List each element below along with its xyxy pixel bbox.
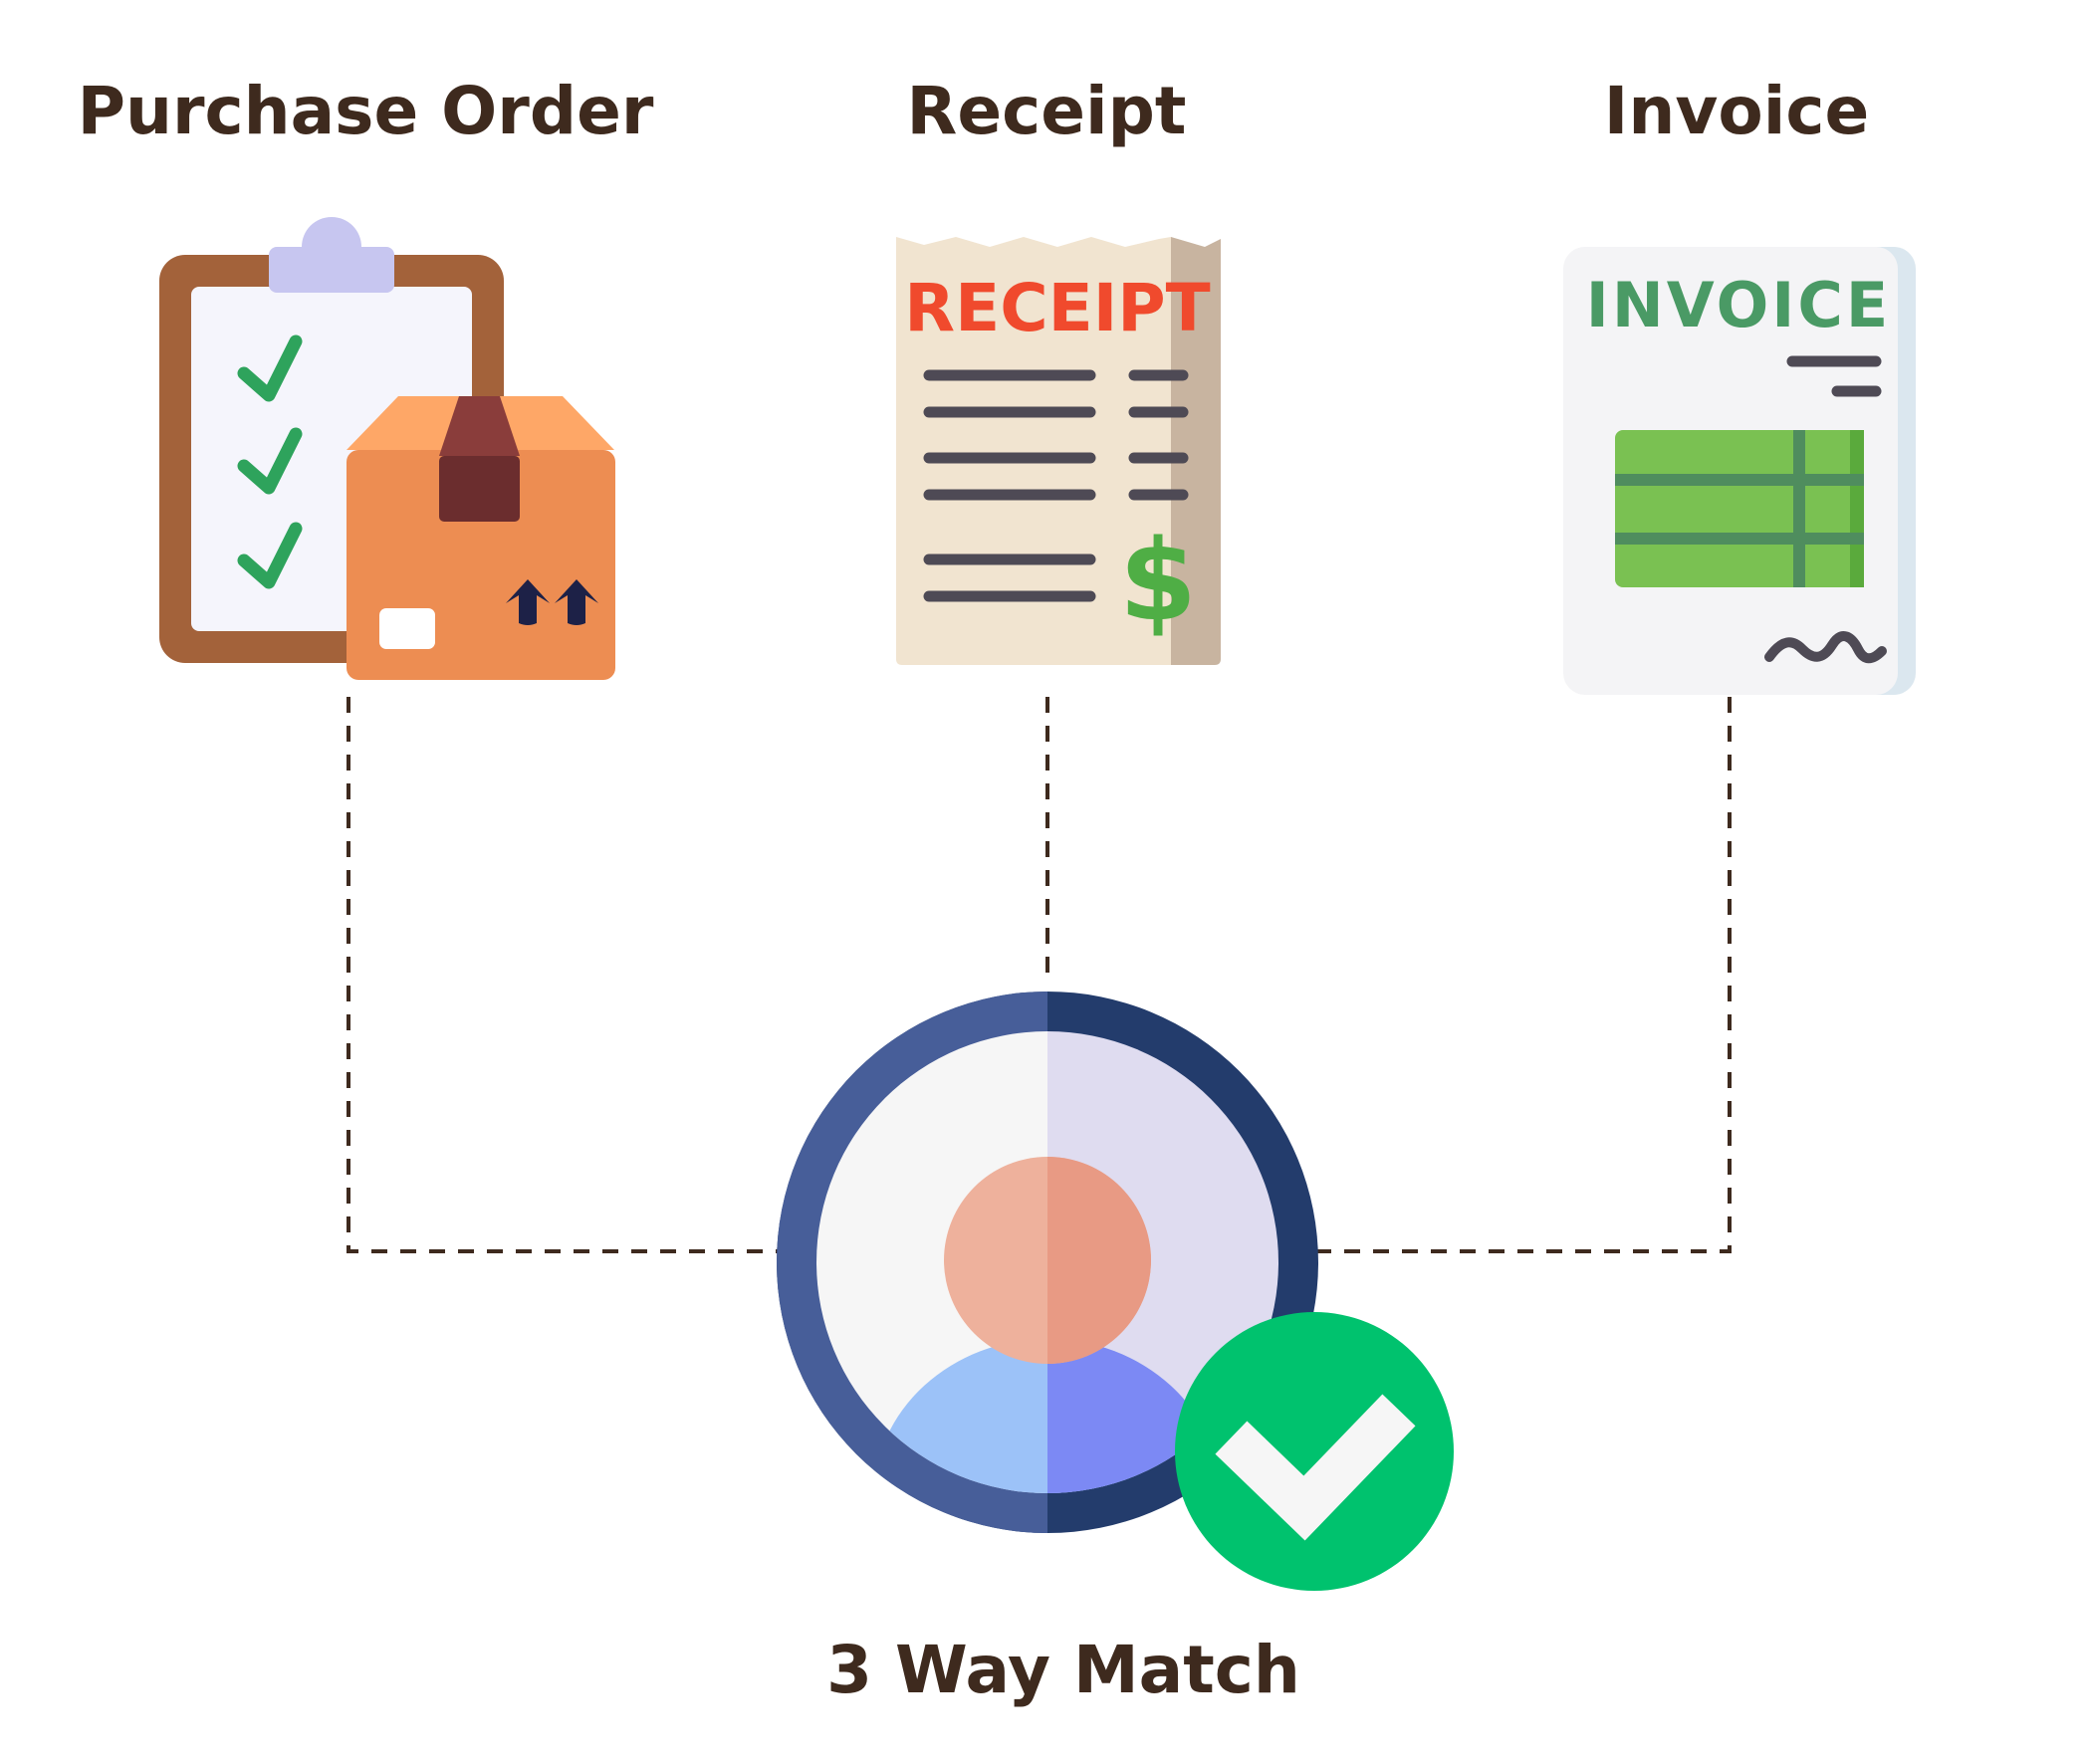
check-badge-icon — [1175, 1312, 1454, 1591]
user-check-icon — [777, 992, 1454, 1591]
dollar-icon: $ — [1119, 517, 1197, 646]
clipboard-box-icon — [159, 217, 615, 680]
invoice-label: Invoice — [1603, 73, 1870, 149]
checkmark-icon — [237, 334, 303, 589]
purchase-order-label: Purchase Order — [77, 73, 654, 149]
signature-icon — [1764, 631, 1887, 664]
three-way-match-label: 3 Way Match — [826, 1632, 1300, 1708]
receipt-icon-title: RECEIPT — [904, 270, 1210, 346]
connectors — [347, 697, 1732, 1253]
this-side-up-icon — [506, 579, 598, 625]
box-icon — [347, 396, 615, 680]
receipt-label: Receipt — [906, 73, 1187, 149]
invoice-icon-title: INVOICE — [1586, 269, 1891, 341]
receipt-icon: RECEIPT $ — [896, 237, 1221, 665]
connector-invoice — [1314, 697, 1732, 1253]
invoice-icon: INVOICE — [1563, 247, 1916, 695]
connector-purchase-order — [347, 697, 782, 1253]
